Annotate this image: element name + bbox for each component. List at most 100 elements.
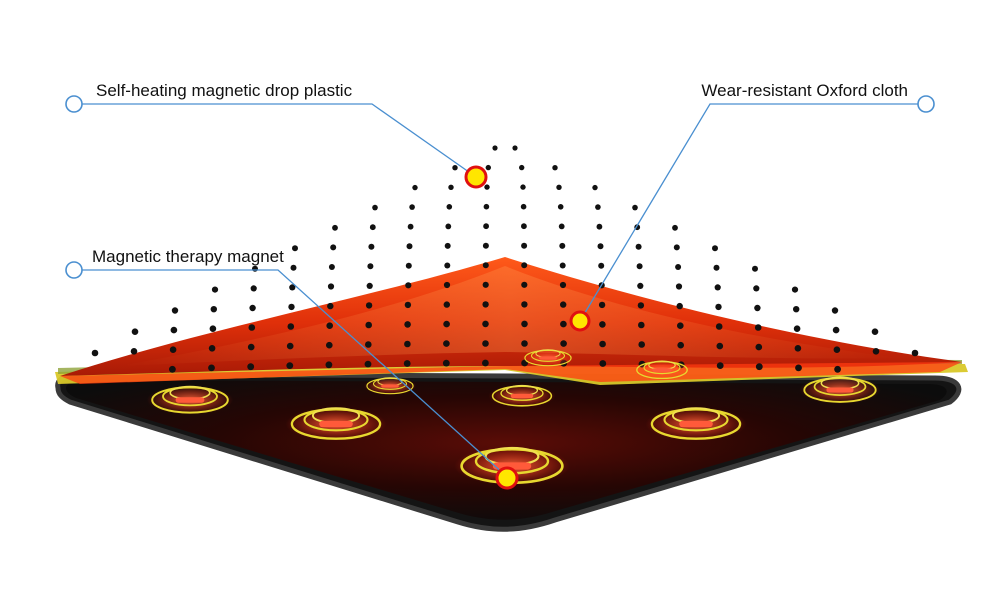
drop-dot bbox=[753, 285, 760, 292]
drop-dot bbox=[443, 281, 451, 289]
drop-dot bbox=[403, 360, 411, 367]
drop-dot bbox=[673, 244, 680, 251]
drop-dot bbox=[412, 184, 418, 191]
drop-dot bbox=[754, 324, 762, 331]
drop-dot bbox=[483, 203, 490, 210]
concentric-ring-magnet-icon bbox=[363, 377, 417, 395]
heat-layer-lip bbox=[60, 362, 962, 384]
drop-dot bbox=[636, 263, 643, 270]
drop-dot bbox=[559, 242, 566, 249]
drop-dot bbox=[521, 242, 528, 249]
drop-dot bbox=[559, 262, 566, 269]
drop-dot bbox=[250, 285, 257, 292]
drop-dot bbox=[482, 242, 489, 249]
drop-dot bbox=[592, 184, 598, 191]
drop-dot bbox=[521, 320, 528, 328]
drop-dot bbox=[369, 224, 376, 231]
drop-dot bbox=[752, 265, 758, 272]
drop-dot bbox=[482, 340, 489, 347]
drop-dot bbox=[169, 365, 176, 373]
drop-dot bbox=[638, 341, 645, 348]
drop-dot bbox=[404, 321, 411, 328]
drop-dot bbox=[672, 224, 678, 231]
drop-dot bbox=[832, 326, 840, 334]
drop-dot bbox=[557, 204, 564, 210]
drop-dot bbox=[793, 306, 800, 313]
drop-dot bbox=[791, 286, 799, 293]
drop-dot bbox=[754, 304, 761, 312]
drop-dot bbox=[332, 224, 338, 231]
concentric-ring-magnet-icon bbox=[799, 376, 881, 404]
drop-dot bbox=[292, 245, 298, 252]
drop-dot bbox=[446, 204, 453, 210]
drop-dot bbox=[521, 223, 527, 230]
drop-dot bbox=[406, 243, 413, 250]
callout-label-oxford-cloth: Wear-resistant Oxford cloth bbox=[701, 81, 908, 100]
drop-dot bbox=[131, 328, 139, 336]
hotspot-self-heating-icon bbox=[464, 165, 488, 189]
drop-dot bbox=[599, 340, 606, 348]
drop-dot bbox=[556, 184, 562, 190]
drop-dot bbox=[170, 326, 178, 334]
drop-dot bbox=[715, 303, 722, 311]
drop-dot bbox=[483, 223, 489, 230]
drop-dot bbox=[793, 325, 801, 333]
drop-dot bbox=[599, 360, 607, 367]
drop-dot bbox=[911, 349, 919, 357]
concentric-ring-magnet-icon bbox=[645, 407, 747, 441]
drop-dot bbox=[794, 345, 802, 352]
drop-dot bbox=[521, 281, 528, 288]
drop-dot bbox=[712, 245, 718, 252]
drop-dot bbox=[365, 302, 373, 309]
drop-dot bbox=[367, 263, 374, 270]
drop-dot bbox=[248, 324, 256, 331]
concentric-ring-magnet-icon bbox=[146, 385, 234, 415]
drop-dot bbox=[330, 244, 337, 251]
drop-dot bbox=[368, 243, 375, 250]
drop-dot bbox=[834, 365, 841, 373]
drop-dot bbox=[327, 302, 334, 310]
drop-dot bbox=[519, 164, 525, 171]
hotspot-oxford-cloth-icon bbox=[569, 310, 591, 332]
drop-dot bbox=[713, 264, 720, 271]
drop-dot bbox=[290, 264, 297, 271]
drop-dot bbox=[405, 282, 412, 289]
concentric-ring-magnet-icon bbox=[285, 407, 387, 441]
drop-dot bbox=[521, 340, 528, 347]
drop-dot bbox=[365, 321, 373, 329]
drop-dot bbox=[286, 362, 294, 369]
drop-dot bbox=[247, 343, 255, 351]
drop-dot bbox=[638, 321, 645, 329]
drop-dot bbox=[755, 363, 763, 371]
drop-dot bbox=[492, 145, 498, 151]
drop-dot bbox=[871, 328, 879, 336]
drop-dot bbox=[482, 301, 489, 308]
drop-dot bbox=[521, 262, 528, 269]
drop-dot bbox=[558, 223, 565, 230]
drop-dot bbox=[755, 343, 763, 351]
drop-dot bbox=[444, 262, 451, 269]
drop-dot bbox=[365, 341, 372, 348]
drop-dot bbox=[445, 223, 452, 230]
hollow-circle-icon bbox=[917, 95, 935, 113]
drop-dot bbox=[675, 264, 682, 270]
drop-dot bbox=[637, 302, 645, 309]
drop-dot bbox=[209, 325, 217, 333]
drop-dot bbox=[482, 262, 489, 269]
drop-dot bbox=[443, 301, 450, 308]
drop-dot bbox=[286, 342, 294, 350]
drop-dot bbox=[404, 340, 411, 348]
drop-dot bbox=[596, 223, 603, 230]
drop-dot bbox=[288, 303, 295, 311]
drop-dot bbox=[210, 306, 217, 313]
drop-dot bbox=[482, 320, 489, 328]
drop-dot bbox=[831, 307, 839, 314]
drop-dot bbox=[366, 282, 373, 289]
drop-dot bbox=[560, 301, 567, 308]
callout-label-self-heating: Self-heating magnetic drop plastic bbox=[96, 81, 353, 100]
drop-dot bbox=[598, 301, 606, 309]
drop-dot bbox=[208, 345, 216, 352]
drop-dot bbox=[482, 359, 489, 367]
drop-dot bbox=[443, 320, 450, 328]
drop-dot bbox=[372, 204, 378, 211]
